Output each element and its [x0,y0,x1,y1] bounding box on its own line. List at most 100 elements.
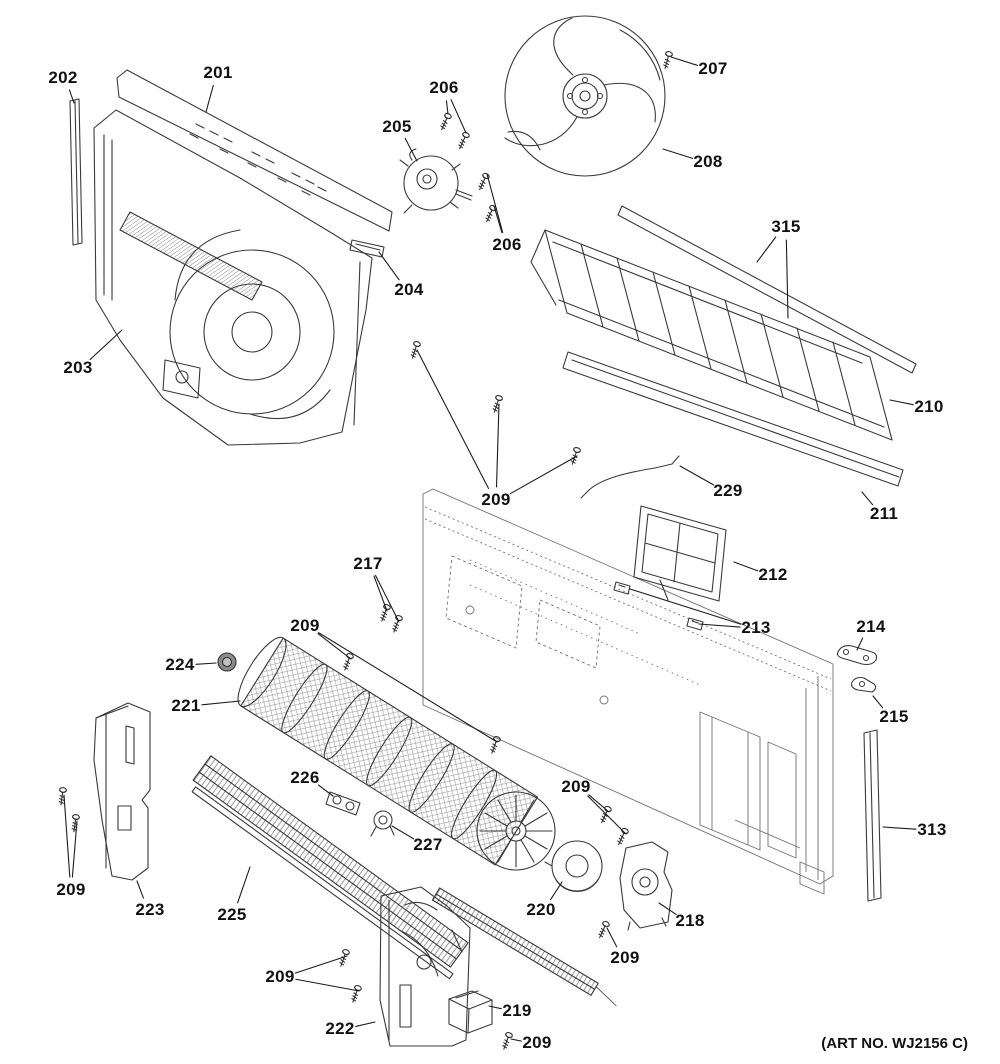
leader-line-211-13 [861,491,874,506]
screw-glyph [476,171,491,192]
leader-line-217-15 [374,574,400,623]
callout-label-212-14: 212 [758,565,788,584]
leader-line-209-32 [294,955,348,974]
screw-glyph [661,50,674,70]
part-315-trim-strip-drawing [617,205,917,374]
leader-line-206-7 [493,205,503,234]
part-211-lower-strip-drawing [562,351,904,487]
callout-label-210-10: 210 [914,397,944,416]
leader-line-217-15 [373,575,388,612]
art-number-note: (ART NO. WJ2156 C) [821,1035,968,1052]
part-313-side-strip-drawing [863,729,882,902]
callout-label-218-30: 218 [675,911,705,930]
part-229-wire-rod-drawing [580,455,680,499]
leader-line-209-26 [63,794,71,878]
callout-label-227-25: 227 [413,835,443,854]
part-215-clip-drawing [851,676,877,693]
part-208-fan-blade-drawing [504,15,666,177]
part-218-motor-bracket-drawing [619,841,673,931]
callout-label-213-16: 213 [741,618,771,637]
leader-line-218-30 [658,902,677,916]
screw-glyph [500,1031,514,1051]
callout-label-209-35: 209 [522,1033,552,1052]
leader-line-209-24 [588,794,610,813]
part-205-fan-motor-drawing [399,148,473,214]
leader-line-209-18 [318,632,498,743]
screw-glyph [56,786,68,806]
part-222-mount-bracket-drawing [379,886,471,1047]
leader-line-209-35 [510,1038,522,1042]
leader-line-209-18 [317,633,352,660]
screw-glyph [349,984,363,1004]
callout-label-209-12: 209 [481,490,511,509]
part-203-fan-housing-drawing [93,109,373,446]
leader-line-206-7 [486,173,504,234]
part-210-shutter-assembly-drawing [530,229,893,441]
callout-label-223-27: 223 [135,900,165,919]
callout-label-209-18: 209 [290,616,320,635]
leader-line-227-25 [391,825,415,840]
leader-line-212-14 [733,561,759,572]
leader-line-315-6 [785,239,789,319]
callout-label-204-8: 204 [394,280,424,299]
leader-line-202-0 [68,89,75,104]
leader-line-207-4 [670,56,699,66]
part-223-side-bracket-drawing [93,702,151,881]
callout-label-206-7: 206 [492,235,522,254]
callout-label-217-15: 217 [353,554,383,573]
part-226-bracket-drawing [325,791,361,816]
screw-glyph [438,111,453,132]
leader-line-209-32 [295,978,360,992]
part-221-blower-wheel-drawing [237,636,556,871]
callout-label-209-31: 209 [610,948,640,967]
callout-label-215-19: 215 [879,707,909,726]
leader-line-213-16 [629,588,742,625]
callout-label-214-17: 214 [856,617,886,636]
callout-label-209-24: 209 [561,777,591,796]
leader-line-213-16 [698,623,741,628]
leader-line-206-3 [445,100,449,115]
leader-line-201-1 [205,84,214,113]
leader-line-209-12 [495,403,500,488]
leader-line-219-33 [488,1005,502,1010]
leader-line-222-34 [355,1021,376,1028]
part-201-grille-panel-drawing [116,69,393,232]
leader-line-315-6 [756,236,777,263]
callout-label-208-5: 208 [693,152,723,171]
part-213-clips-drawing [613,581,704,631]
callout-label-225-28: 225 [217,905,247,924]
part-220-blower-motor-drawing [544,840,603,892]
part-214-clip-drawing [836,645,878,666]
leader-line-215-19 [872,695,884,709]
leader-line-210-10 [889,399,914,406]
screw-glyph [341,652,355,672]
leader-line-209-26 [71,820,78,878]
screw-glyph [490,394,504,414]
leader-line-223-27 [136,880,145,899]
leader-line-221-21 [201,700,241,706]
leader-line-203-9 [89,329,123,361]
screw-glyph [483,203,498,224]
callout-label-209-26: 209 [56,880,86,899]
part-202-side-strip-drawing [69,98,83,246]
leader-line-313-22 [882,826,917,830]
callout-label-224-20: 224 [165,655,195,674]
callout-label-226-23: 226 [290,768,320,787]
leader-line-209-31 [606,927,618,948]
screw-glyph [69,813,81,833]
callout-label-202-0: 202 [48,68,78,87]
callout-label-211-13: 211 [869,504,899,523]
callout-label-229-11: 229 [713,481,743,500]
callout-label-203-9: 203 [63,358,93,377]
callout-leader-lines [63,56,917,1042]
callout-label-219-33: 219 [502,1001,532,1020]
callout-label-207-4: 207 [698,59,728,78]
callout-label-201-1: 201 [203,63,233,82]
screw-glyph [456,130,471,151]
callout-label-205-2: 205 [382,117,412,136]
leader-line-225-28 [237,866,251,904]
callout-label-220-29: 220 [526,900,556,919]
leader-line-204-8 [378,251,400,281]
callout-label-209-32: 209 [265,967,295,986]
